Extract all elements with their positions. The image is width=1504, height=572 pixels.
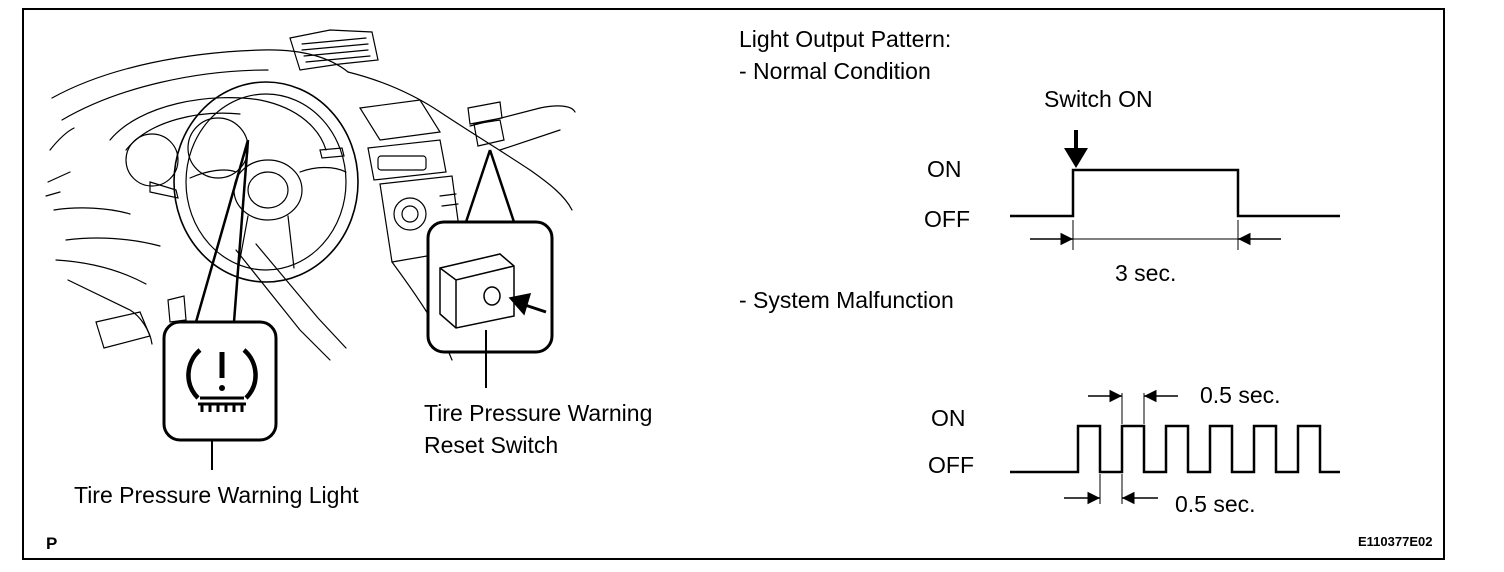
malfunction-off-duration-label: 0.5 sec.: [1175, 491, 1256, 517]
figure-code: E110377E02: [1358, 534, 1433, 549]
pattern-title: Light Output Pattern:: [739, 26, 952, 52]
warning-light-label: Tire Pressure Warning Light: [74, 482, 359, 508]
normal-on-label: ON: [927, 156, 962, 182]
switch-on-arrow: [1064, 148, 1088, 168]
switch-on-label: Switch ON: [1044, 86, 1153, 112]
reset-switch-label-line2: Reset Switch: [424, 432, 559, 458]
reset-switch-label-line1: Tire Pressure Warning: [424, 400, 653, 426]
normal-off-label: OFF: [924, 206, 970, 232]
tire-pressure-icon: [186, 348, 258, 412]
warning-light-callout: [162, 139, 278, 470]
malfunction-off-label: OFF: [928, 452, 974, 478]
normal-waveform: [1010, 130, 1340, 250]
system-malfunction-heading: - System Malfunction: [739, 287, 954, 313]
malfunction-waveform: [1010, 389, 1340, 505]
reset-switch-icon: [439, 253, 547, 329]
corner-mark: P: [46, 534, 58, 553]
malfunction-on-duration-label: 0.5 sec.: [1200, 382, 1281, 408]
malfunction-on-label: ON: [931, 405, 966, 431]
normal-duration-label: 3 sec.: [1115, 260, 1177, 286]
figure-border: [22, 8, 1445, 560]
normal-condition-heading: - Normal Condition: [739, 58, 931, 84]
